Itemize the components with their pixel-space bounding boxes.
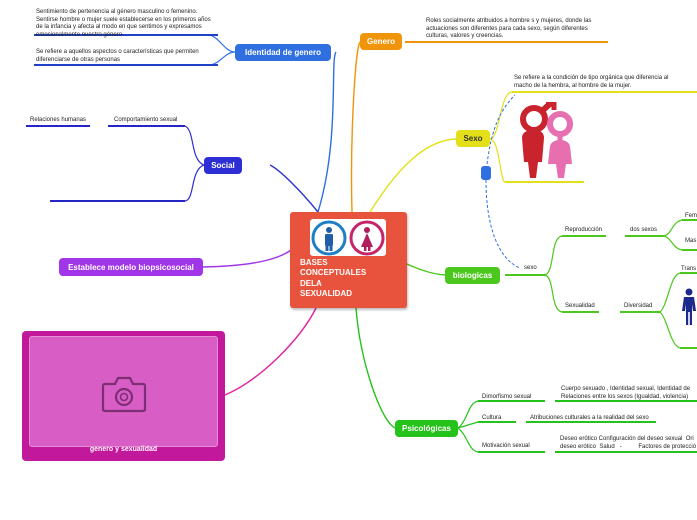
dimorfismo-text: Cuerpo sexuado , Identidad sexual, Ident… [561, 386, 691, 400]
gender-symbols-image [310, 219, 386, 256]
male-female-icon [311, 220, 385, 256]
identidad-text-2: Se refiere a aquellos aspectos o caracte… [36, 49, 199, 63]
central-topic-title: BASES CONCEPTUALES DELA SEXUALIDAD [300, 258, 367, 299]
person-icon [682, 288, 696, 325]
image-card-label: genero y sexualidad [89, 446, 158, 453]
camera-icon [101, 376, 147, 413]
motivacion-label: Motivación sexual [482, 443, 530, 449]
psicologicas-node[interactable]: Psicológicas [395, 420, 458, 437]
sexualidad-label: Sexualidad [565, 303, 595, 309]
modelo-biopsicosocial-node[interactable]: Establece modelo biopsicosocial [59, 258, 203, 276]
motivacion-text: Deseo erótico Configuración del deseo se… [560, 436, 697, 450]
fem-label: Fem [685, 213, 697, 219]
relaciones-label: Relaciones humanas [30, 117, 87, 123]
identidad-text-1: Sentimiento de pertenencia al género mas… [36, 9, 211, 38]
sexo-definition: Se refiere a la condición de tipo orgáni… [514, 75, 669, 89]
biologicas-node[interactable]: biologicas [445, 267, 500, 284]
diversidad-label: Diversidad [624, 303, 653, 309]
cultura-text: Atribuciones culturales a la realidad de… [530, 415, 649, 421]
dos-sexos-label: dos sexos [630, 227, 658, 233]
genero-definition: Roles socialmente atribuidos a hombre s … [426, 18, 592, 39]
image-card[interactable]: genero y sexualidad [22, 331, 225, 461]
central-topic[interactable]: BASES CONCEPTUALES DELA SEXUALIDAD [290, 212, 407, 308]
sexo-node[interactable]: Sexo [456, 130, 490, 147]
couple-gender-icon [520, 102, 573, 178]
sexo-label: sexo [524, 265, 537, 271]
mas-label: Mas [685, 238, 697, 244]
genero-node[interactable]: Genero [360, 33, 402, 50]
cultura-label: Cultura [482, 415, 502, 421]
dimorfismo-label: Dimorfismo sexual [482, 394, 532, 400]
identidad-de-genero-node[interactable]: Identidad de genero [235, 44, 331, 61]
reproduccion-label: Reproducción [565, 227, 603, 233]
relation-handle[interactable] [481, 166, 491, 180]
social-node[interactable]: Social [204, 157, 242, 174]
trans-label: Trans [681, 266, 697, 272]
comportamiento-label: Comportamiento sexual [114, 117, 178, 123]
image-placeholder [29, 336, 218, 447]
